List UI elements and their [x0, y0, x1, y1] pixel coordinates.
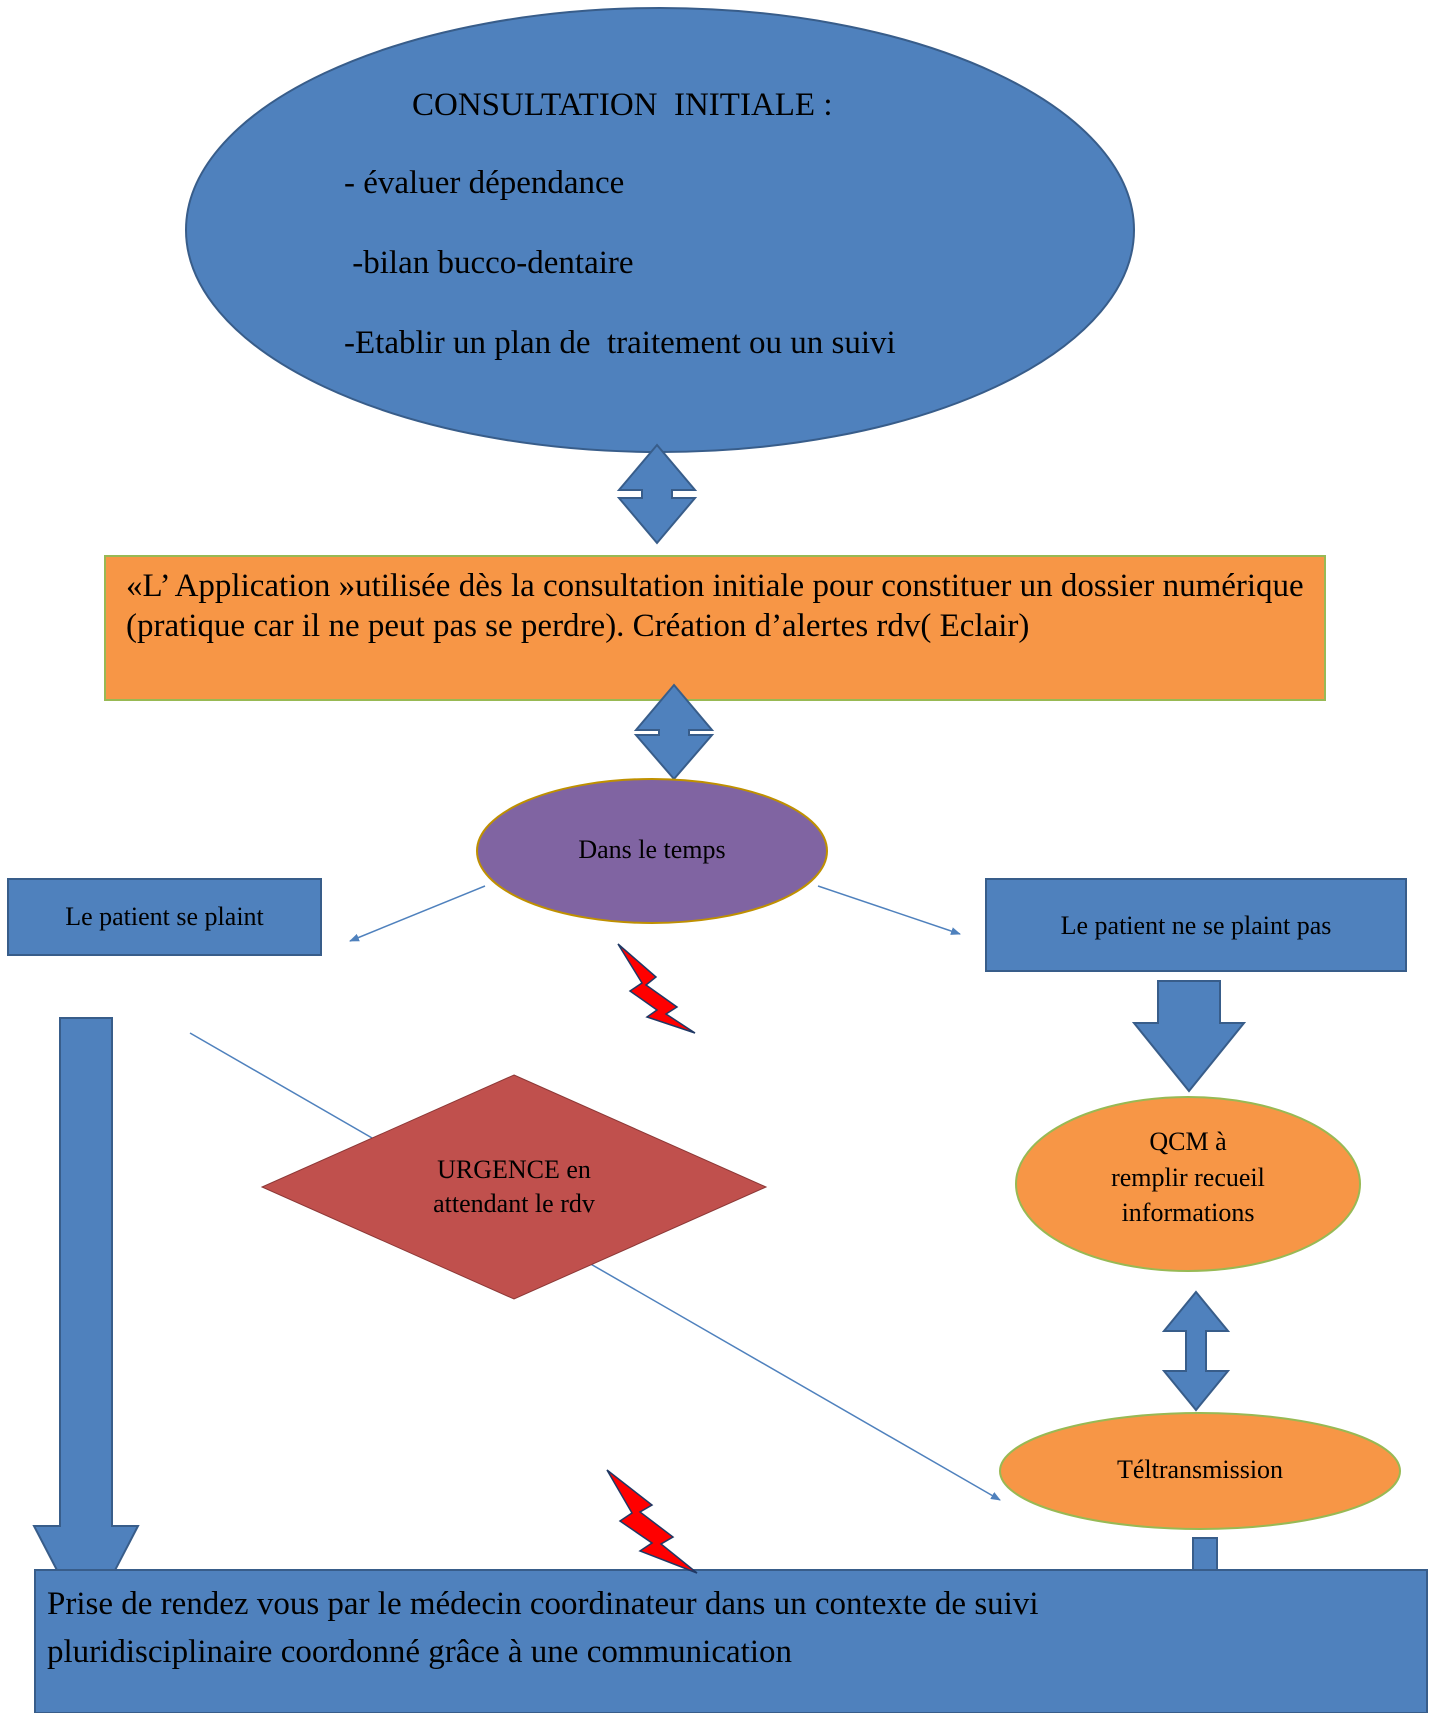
consultation-item: -Etablir un plan de traitement ou un sui…	[344, 325, 896, 361]
lightning-icon	[617, 943, 696, 1034]
qcm-line: QCM à	[1149, 1127, 1227, 1156]
qcm-line: informations	[1121, 1198, 1255, 1227]
no-complaint-box	[985, 878, 1407, 972]
down-arrow-left	[32, 1017, 140, 1629]
connector-timeline-to-complains	[349, 885, 486, 942]
down-arrow-to-qcm	[1131, 980, 1247, 1093]
application-box	[104, 555, 1326, 701]
appointment-line: Prise de rendez vous par le médecin coor…	[47, 1586, 1039, 1622]
application-text: «L’ Application »utilisée dès la consult…	[126, 568, 1304, 644]
consultation-item: -bilan bucco-dentaire	[344, 245, 634, 281]
double-arrow-consultation-application	[616, 443, 698, 545]
appointment-box	[34, 1569, 1428, 1713]
consultation-ellipse	[185, 7, 1135, 453]
emergency-diamond	[260, 1074, 768, 1300]
connector-timeline-to-no-complaint	[817, 885, 961, 935]
no-complaint-label: Le patient ne se plaint pas	[1060, 911, 1332, 940]
appointment-line: pluridisciplinaire coordonné grâce à une…	[47, 1634, 792, 1670]
double-arrow-qcm-teletransmission	[1161, 1290, 1231, 1412]
connector-complains-to-teletransmission	[189, 1032, 1001, 1501]
teletransmission-label: Téltransmission	[1116, 1455, 1284, 1484]
consultation-title: CONSULTATION INITIALE :	[412, 87, 833, 123]
lightning-icon	[606, 1469, 698, 1574]
complains-label: Le patient se plaint	[65, 902, 264, 931]
timeline-label: Dans le temps	[578, 835, 726, 864]
timeline-ellipse	[476, 778, 828, 924]
teletransmission-ellipse	[999, 1412, 1401, 1530]
emergency-line: attendant le rdv	[433, 1189, 595, 1218]
complains-box	[7, 878, 322, 956]
qcm-ellipse	[1015, 1096, 1361, 1272]
qcm-line: remplir recueil	[1111, 1163, 1265, 1192]
emergency-line: URGENCE en	[437, 1155, 591, 1184]
consultation-item: - évaluer dépendance	[344, 165, 625, 201]
